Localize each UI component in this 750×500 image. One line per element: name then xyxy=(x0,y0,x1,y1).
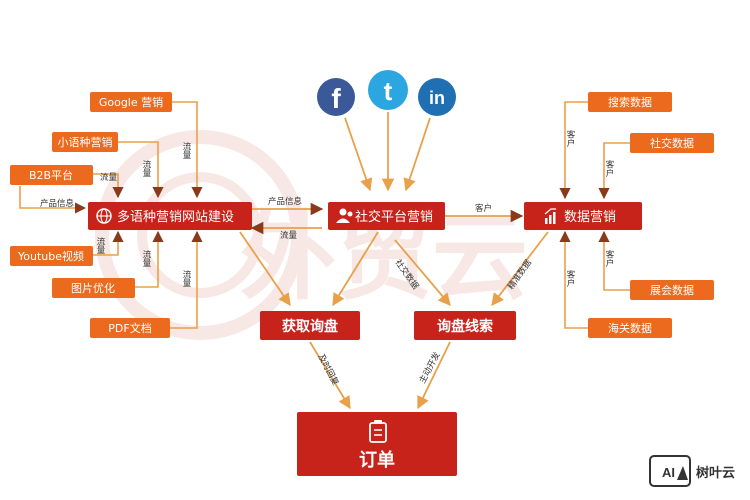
hub-social: 社交平台营销 xyxy=(328,202,445,230)
svg-text:PDF文档: PDF文档 xyxy=(108,321,151,335)
source-social-data: 社交数据 xyxy=(630,133,714,153)
edge-label-product-info: 产品信息 xyxy=(40,198,75,209)
hub-data: 数据营销 xyxy=(524,202,642,230)
svg-text:询盘线索: 询盘线索 xyxy=(437,318,493,335)
edge-label-traffic: 流量 xyxy=(141,159,151,177)
edge-label-customer: 客户 xyxy=(565,269,575,288)
svg-text:Youtube视频: Youtube视频 xyxy=(17,249,84,263)
brand-name: 树叶云 xyxy=(696,465,735,481)
globe-icon xyxy=(96,208,112,224)
source-youtube: Youtube视频 xyxy=(10,246,93,266)
svg-text:t: t xyxy=(384,76,393,106)
linkedin-icon: in xyxy=(418,78,456,116)
svg-text:搜索数据: 搜索数据 xyxy=(608,95,652,109)
hub-website: 多语种营销网站建设 xyxy=(88,202,252,230)
edge-label-customer: 客户 xyxy=(475,203,492,214)
source-b2b: B2B平台 xyxy=(10,165,93,185)
edge-label-traffic: 流量 xyxy=(181,141,191,159)
node-get-inquiry: 获取询盘 xyxy=(260,311,360,340)
edge-label-product-info: 产品信息 xyxy=(268,196,303,207)
edge-label-traffic: 流量 xyxy=(100,172,118,183)
source-image-optimization: 图片优化 xyxy=(52,278,135,298)
svg-text:社交数据: 社交数据 xyxy=(650,136,694,150)
svg-text:多语种营销网站建设: 多语种营销网站建设 xyxy=(117,209,234,225)
node-inquiry-leads: 询盘线索 xyxy=(414,311,516,340)
right-connectors xyxy=(559,101,630,329)
svg-text:社交平台营销: 社交平台营销 xyxy=(355,209,433,225)
edge-label-customer: 客户 xyxy=(604,249,614,267)
svg-text:海关数据: 海关数据 xyxy=(608,321,652,335)
svg-text:订单: 订单 xyxy=(359,449,395,471)
brand: AI 树叶云 xyxy=(649,455,735,487)
svg-text:获取询盘: 获取询盘 xyxy=(282,318,338,335)
edge-label-traffic: 流量 xyxy=(181,269,191,287)
edge-label-active-dev: 主动开发 xyxy=(417,350,443,386)
svg-text:f: f xyxy=(331,83,341,114)
source-search-data: 搜索数据 xyxy=(588,92,672,112)
node-order: 订单 xyxy=(297,412,457,476)
chart-icon xyxy=(544,208,556,224)
edge-label-traffic: 流量 xyxy=(280,230,298,241)
users-icon xyxy=(336,208,353,223)
twitter-icon: t xyxy=(368,70,408,110)
brand-logo: AI xyxy=(662,465,675,480)
clipboard-icon xyxy=(369,420,387,443)
source-pdf: PDF文档 xyxy=(90,318,170,338)
source-customs-data: 海关数据 xyxy=(588,318,672,338)
edge-label-customer: 客户 xyxy=(565,129,575,148)
left-connectors xyxy=(19,101,203,329)
source-minor-language: 小语种营销 xyxy=(52,132,118,152)
svg-text:小语种营销: 小语种营销 xyxy=(58,135,113,149)
svg-text:in: in xyxy=(429,88,445,108)
edge-label-traffic: 流量 xyxy=(141,249,151,267)
source-google: Google 营销 xyxy=(90,92,172,112)
watermark: 外贸云 xyxy=(95,130,528,340)
edge-label-customer: 客户 xyxy=(604,159,614,178)
svg-text:B2B平台: B2B平台 xyxy=(29,168,73,182)
svg-text:展会数据: 展会数据 xyxy=(650,283,694,297)
svg-text:图片优化: 图片优化 xyxy=(71,281,115,295)
edge-label-timely-reply: 及时回复 xyxy=(315,352,341,388)
facebook-icon: f xyxy=(317,78,355,116)
source-expo-data: 展会数据 xyxy=(630,280,714,300)
main-flow-arrows xyxy=(239,112,549,410)
svg-text:数据营销: 数据营销 xyxy=(564,210,616,225)
edge-label-traffic: 流量 xyxy=(95,236,105,254)
svg-text:Google 营销: Google 营销 xyxy=(99,95,163,109)
